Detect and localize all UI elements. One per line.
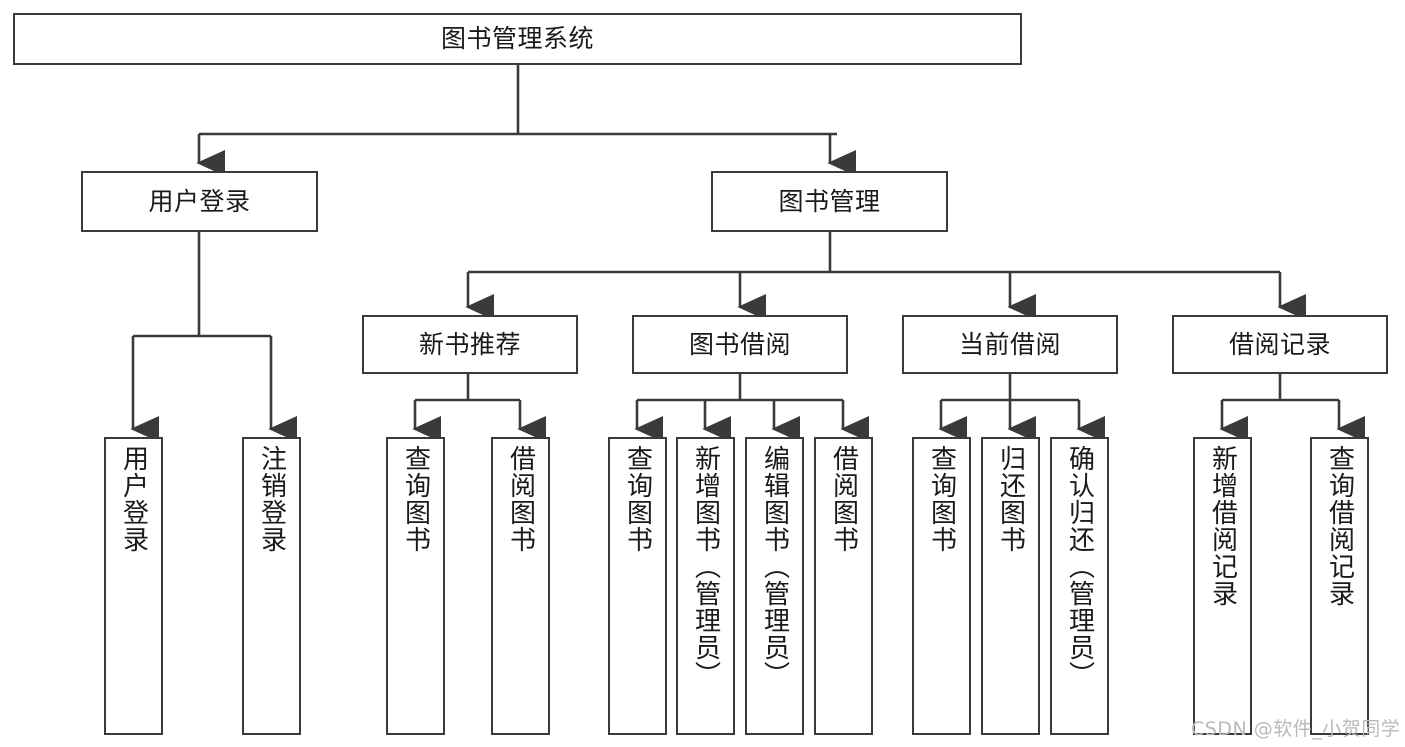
leaf-return-book[interactable]: 归还图书 bbox=[981, 437, 1040, 735]
leaf-query-book-current[interactable]: 查询图书 bbox=[912, 437, 971, 735]
node-label: 图书管理 bbox=[778, 186, 881, 216]
leaf-borrow-book[interactable]: 借阅图书 bbox=[814, 437, 873, 735]
node-label: 图书管理系统 bbox=[440, 24, 594, 54]
leaf-query-book-recommend[interactable]: 查询图书 bbox=[386, 437, 445, 735]
node-label: 查询借阅记录 bbox=[1324, 445, 1355, 607]
node-label: 借阅图书 bbox=[505, 445, 536, 553]
node-current-borrow[interactable]: 当前借阅 bbox=[902, 315, 1118, 374]
node-user-login[interactable]: 用户登录 bbox=[81, 171, 318, 232]
node-label: 查询图书 bbox=[622, 445, 653, 553]
node-label: 新增图书（管理员） bbox=[690, 445, 721, 688]
node-label: 查询图书 bbox=[926, 445, 957, 553]
leaf-add-borrow-record[interactable]: 新增借阅记录 bbox=[1193, 437, 1252, 735]
node-new-book-recommend[interactable]: 新书推荐 bbox=[362, 315, 578, 374]
node-label: 用户登录 bbox=[118, 445, 149, 553]
node-label: 查询图书 bbox=[400, 445, 431, 553]
node-label: 确认归还（管理员） bbox=[1064, 445, 1095, 688]
leaf-query-borrow-record[interactable]: 查询借阅记录 bbox=[1310, 437, 1369, 735]
node-label: 图书借阅 bbox=[688, 329, 791, 359]
leaf-confirm-return-admin[interactable]: 确认归还（管理员） bbox=[1050, 437, 1109, 735]
node-label: 注销登录 bbox=[256, 445, 287, 553]
node-label: 借阅图书 bbox=[828, 445, 859, 553]
node-label: 用户登录 bbox=[148, 186, 251, 216]
node-label: 当前借阅 bbox=[958, 329, 1061, 359]
node-label: 借阅记录 bbox=[1228, 329, 1331, 359]
leaf-logout[interactable]: 注销登录 bbox=[242, 437, 301, 735]
leaf-borrow-book-recommend[interactable]: 借阅图书 bbox=[491, 437, 550, 735]
node-label: 新书推荐 bbox=[418, 329, 521, 359]
node-label: 归还图书 bbox=[995, 445, 1026, 553]
node-label: 新增借阅记录 bbox=[1207, 445, 1238, 607]
leaf-add-book-admin[interactable]: 新增图书（管理员） bbox=[676, 437, 735, 735]
node-label: 编辑图书（管理员） bbox=[759, 445, 790, 688]
node-borrow-record[interactable]: 借阅记录 bbox=[1172, 315, 1388, 374]
leaf-user-login[interactable]: 用户登录 bbox=[104, 437, 163, 735]
csdn-watermark: CSDN @软件_小贺同学 bbox=[1191, 718, 1401, 740]
leaf-query-book-borrow[interactable]: 查询图书 bbox=[608, 437, 667, 735]
node-root-book-management-system[interactable]: 图书管理系统 bbox=[13, 13, 1022, 65]
node-book-borrow[interactable]: 图书借阅 bbox=[632, 315, 848, 374]
leaf-edit-book-admin[interactable]: 编辑图书（管理员） bbox=[745, 437, 804, 735]
node-book-management[interactable]: 图书管理 bbox=[711, 171, 948, 232]
